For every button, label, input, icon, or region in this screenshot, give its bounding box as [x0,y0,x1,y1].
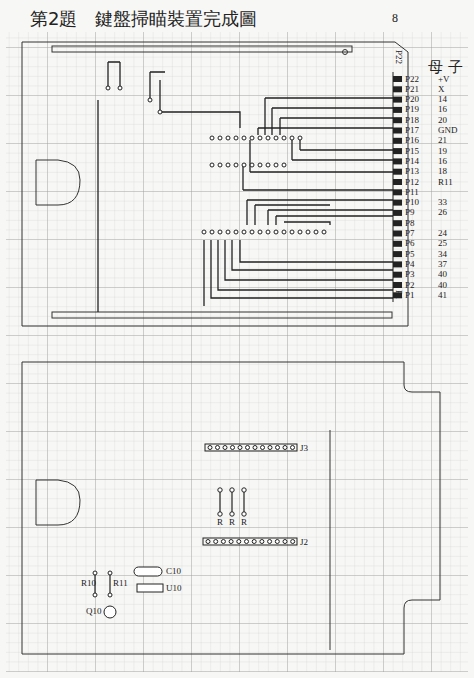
signal-name: +V [438,75,450,84]
pin-label: P2 [405,281,415,290]
header-text: 子 [448,60,463,75]
signal-name: 41 [438,291,447,300]
edge-finger [393,158,402,164]
pin-label: P9 [405,208,415,217]
pin-label: P12 [405,178,419,187]
edge-finger [393,231,402,237]
signal-name: R11 [438,178,453,187]
part-ref: R [229,518,235,527]
part-ref: C10 [166,567,181,576]
signal-name: 24 [438,229,447,238]
edge-finger [393,210,402,216]
signal-name: 33 [438,198,447,207]
pin-label: P15 [405,147,419,156]
pin-label: P20 [405,95,419,104]
pin-label: P1 [394,290,403,300]
pin-label: P4 [405,260,415,269]
part-ref: R11 [113,579,128,588]
pin-label: P3 [405,270,415,279]
edge-finger [393,107,402,113]
edge-finger [393,189,402,195]
edge-finger [393,86,402,92]
part-ref: J3 [300,444,308,453]
signal-name: 16 [438,157,447,166]
edge-finger [393,148,402,154]
pin-label: P21 [405,85,419,94]
edge-finger [393,251,402,257]
edge-finger [393,117,402,123]
signal-name: 14 [438,95,447,104]
signal-name: 20 [438,116,447,125]
edge-finger [393,179,402,185]
edge-finger [393,261,402,267]
signal-name: 40 [438,281,447,290]
signal-name: 19 [438,147,447,156]
signal-name: 37 [438,260,447,269]
part-ref: R [217,518,223,527]
edge-finger [393,76,402,82]
part-ref: J2 [300,538,308,547]
edge-finger [393,200,402,206]
part-ref: U10 [166,584,182,593]
pin-label: P14 [405,157,419,166]
edge-finger [393,97,402,103]
signal-name: 16 [438,105,447,114]
pin-label: P18 [405,116,419,125]
part-ref: R10 [81,579,96,588]
part-ref: R [241,518,247,527]
edge-finger [393,138,402,144]
pin-label: P17 [405,126,419,135]
page-number: 8 [392,12,398,24]
pin-label: P11 [405,188,419,197]
pin-label: P8 [405,219,415,228]
pin-label: P16 [405,136,419,145]
pin-label: P1 [405,291,415,300]
pin-label: P7 [405,229,415,238]
pin-label: P10 [405,198,419,207]
pin-label: P22 [405,75,419,84]
pin-label: P19 [405,105,419,114]
edge-finger [393,220,402,226]
header-text: 母 [428,60,443,75]
part-ref: Q10 [86,607,102,616]
signal-name: 18 [438,167,447,176]
title: 第2題 鍵盤掃瞄裝置完成圖 [30,10,257,28]
pin-label: P22 [394,50,403,64]
signal-name: 40 [438,270,447,279]
pin-label: P5 [405,250,415,259]
signal-name: GND [438,126,458,135]
signal-name: 25 [438,239,447,248]
edge-finger [393,272,402,278]
edge-finger [393,169,402,175]
signal-name: 21 [438,136,447,145]
signal-name: 34 [438,250,447,259]
signal-name: X [438,85,445,94]
edge-finger [393,282,402,288]
edge-finger [393,128,402,134]
pin-label: P6 [405,239,415,248]
pin-label: P13 [405,167,419,176]
edge-finger [393,241,402,247]
signal-name: 26 [438,208,447,217]
